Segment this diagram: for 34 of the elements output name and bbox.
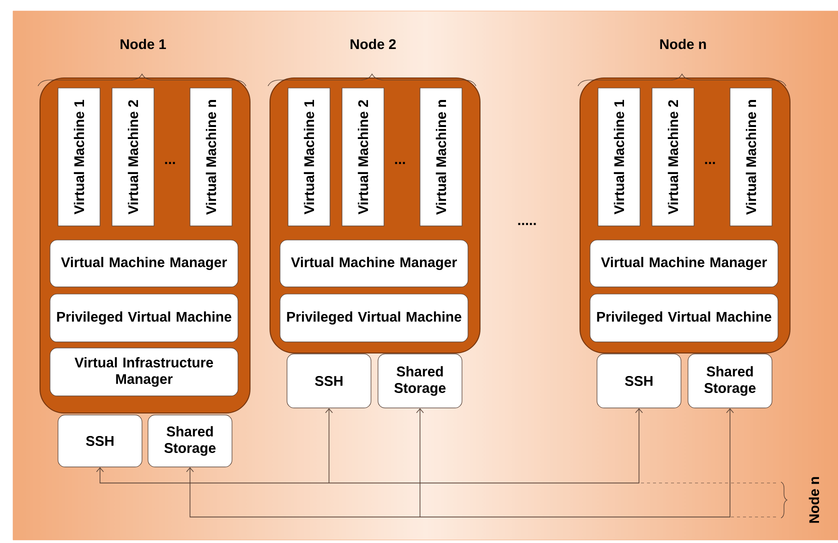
vm-box: Virtual Machine n bbox=[730, 88, 772, 226]
layer-box: Virtual Infrastructure Manager bbox=[50, 348, 238, 396]
layer-box: Virtual Machine Manager bbox=[50, 240, 238, 288]
vm-box: Virtual Machine 1 bbox=[58, 88, 100, 226]
ellipsis-text: ..... bbox=[518, 222, 536, 226]
connector-arrow bbox=[96, 408, 643, 484]
service-box: SSH bbox=[596, 354, 682, 408]
node-label: Node 1 bbox=[120, 38, 166, 50]
vm-box: Virtual Machine 2 bbox=[652, 88, 694, 226]
layer-box: Privileged Virtual Machine bbox=[590, 294, 778, 342]
ellipsis-text: ... bbox=[395, 162, 405, 164]
node-label: Node n bbox=[660, 38, 706, 50]
vm-box: Virtual Machine 1 bbox=[288, 88, 330, 226]
connector-arrow bbox=[325, 408, 333, 484]
vm-box: Virtual Machine 2 bbox=[112, 88, 154, 226]
layer-box: Privileged Virtual Machine bbox=[50, 294, 238, 342]
vm-box: Virtual Machine n bbox=[190, 88, 232, 226]
connector-arrow bbox=[416, 408, 424, 518]
layer-box: Virtual Machine Manager bbox=[590, 240, 778, 288]
ellipsis-text: ... bbox=[705, 162, 715, 164]
ellipsis-text: ... bbox=[165, 162, 175, 164]
service-box: Shared Storage bbox=[688, 354, 772, 408]
service-box: Shared Storage bbox=[148, 414, 232, 468]
vm-box: Virtual Machine 1 bbox=[598, 88, 640, 226]
vm-box: Virtual Machine n bbox=[420, 88, 462, 226]
connector-arrow bbox=[186, 408, 734, 518]
node-label: Node 2 bbox=[350, 38, 396, 50]
service-box: SSH bbox=[58, 414, 142, 468]
vm-box: Virtual Machine 2 bbox=[342, 88, 384, 226]
brace-label: Node n bbox=[808, 477, 820, 523]
service-box: Shared Storage bbox=[378, 354, 462, 408]
layer-box: Privileged Virtual Machine bbox=[280, 294, 468, 342]
service-box: SSH bbox=[286, 354, 372, 408]
layer-box: Virtual Machine Manager bbox=[280, 240, 468, 288]
